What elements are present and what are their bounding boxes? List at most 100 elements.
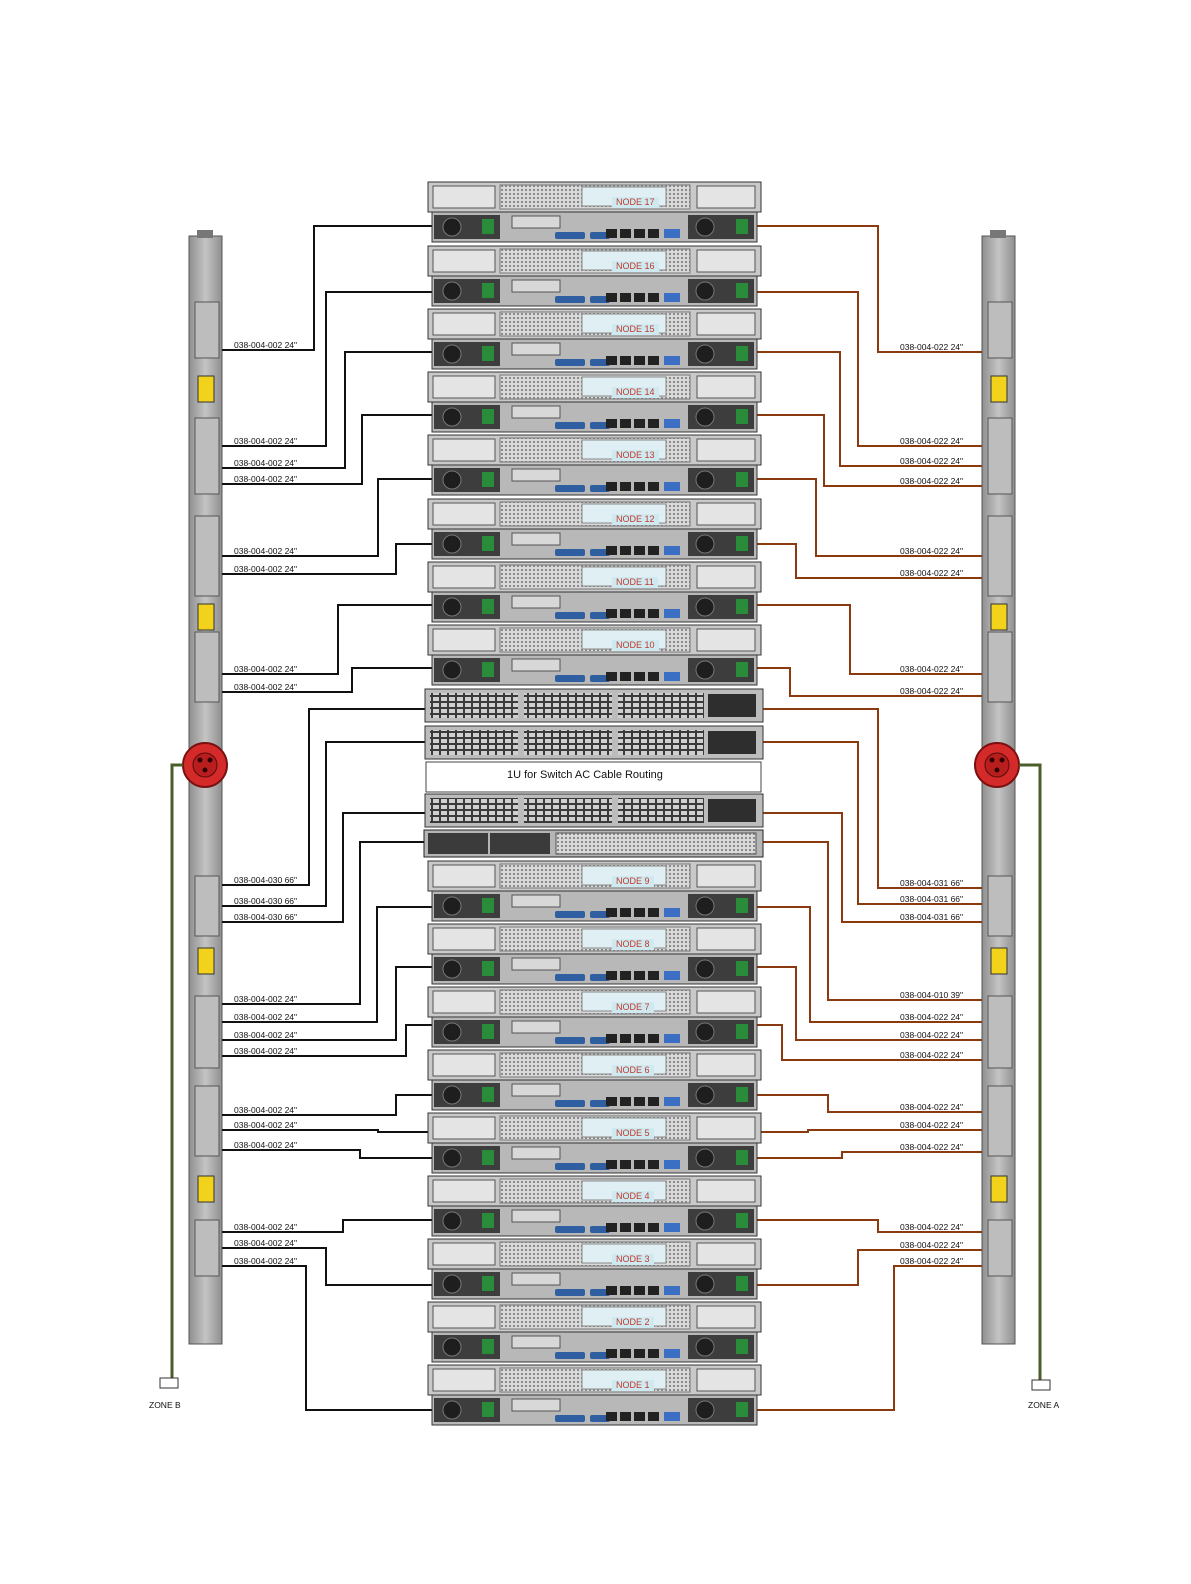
zone-a-plug (1031, 1379, 1051, 1391)
server-chassis (427, 371, 762, 433)
node-label: NODE 16 (612, 261, 659, 272)
cable-part-label: 038-004-002 24" (234, 994, 298, 1004)
rack-equipment (423, 181, 764, 1426)
cable-part-label: 038-004-010 39" (900, 990, 964, 1000)
pdu-left-breaker-3 (197, 947, 215, 975)
server-chassis (427, 986, 762, 1048)
zone-b-label: ZONE B (149, 1400, 181, 1410)
pdu-right-outlet-bank-2 (987, 417, 1013, 495)
cable-part-label: 038-004-022 24" (900, 1222, 964, 1232)
cable-part-label: 038-004-022 24" (900, 664, 964, 674)
server-chassis (427, 245, 762, 307)
pdu-right-outlet-bank-6 (987, 995, 1013, 1069)
right-power-cables (757, 225, 982, 1411)
controller-unit (423, 829, 764, 858)
pdu-left-outlet-bank-7 (194, 1085, 220, 1157)
data-switch-lower (424, 725, 764, 760)
server-chassis (427, 923, 762, 985)
node-label: NODE 3 (612, 1254, 654, 1265)
node-label: NODE 9 (612, 876, 654, 887)
cable-part-label: 038-004-002 24" (234, 1256, 298, 1266)
server-chassis (427, 1112, 762, 1174)
cable-part-label: 038-004-002 24" (234, 564, 298, 574)
pdu-left-breaker-1 (197, 375, 215, 403)
feed-cable-zone-a (1019, 763, 1042, 1380)
left-power-cables (222, 225, 432, 1411)
cable-part-label: 038-004-031 66" (900, 912, 964, 922)
node-label: NODE 13 (612, 450, 659, 461)
cable-part-label: 038-004-022 24" (900, 476, 964, 486)
feed-cable-zone-b (170, 763, 183, 1378)
node-label: NODE 10 (612, 640, 659, 651)
cable-part-label: 038-004-022 24" (900, 1102, 964, 1112)
pdu-left-outlet-bank-1 (194, 301, 220, 359)
cable-part-label: 038-004-022 24" (900, 436, 964, 446)
server-chassis (427, 308, 762, 370)
cable-part-label: 038-004-022 24" (900, 1142, 964, 1152)
cable-part-label: 038-004-002 24" (234, 1140, 298, 1150)
cable-part-label: 038-004-022 24" (900, 1012, 964, 1022)
management-switch (424, 793, 764, 828)
pdu-left-outlet-bank-6 (194, 995, 220, 1069)
cable-part-label: 038-004-022 24" (900, 456, 964, 466)
pdu-right-breaker-1 (990, 375, 1008, 403)
data-switch-upper (424, 688, 764, 723)
pdu-right-outlet-bank-3 (987, 515, 1013, 597)
server-chassis (427, 434, 762, 496)
pdu-right-outlet-bank-4 (987, 631, 1013, 703)
pdu-left-outlet-bank-5 (194, 875, 220, 937)
cable-part-label: 038-004-002 24" (234, 1238, 298, 1248)
cable-part-label: 038-004-022 24" (900, 1240, 964, 1250)
server-chassis (427, 1364, 762, 1426)
cable-part-label: 038-004-002 24" (234, 1222, 298, 1232)
cable-part-label: 038-004-022 24" (900, 686, 964, 696)
pdu-right-outlet-bank-5 (987, 875, 1013, 937)
cable-part-label: 038-004-002 24" (234, 458, 298, 468)
cable-part-label: 038-004-002 24" (234, 340, 298, 350)
node-label: NODE 1 (612, 1380, 654, 1391)
server-chassis (427, 1301, 762, 1363)
pdu-right-breaker-2 (990, 603, 1008, 631)
node-label: NODE 14 (612, 387, 659, 398)
cable-part-label: 038-004-022 24" (900, 546, 964, 556)
pdu-right (974, 230, 1020, 1345)
pdu-left-outlet-bank-4 (194, 631, 220, 703)
server-chassis (427, 561, 762, 623)
node-label: NODE 17 (612, 197, 659, 208)
server-chassis (427, 1238, 762, 1300)
cable-part-label: 038-004-022 24" (900, 1050, 964, 1060)
cable-part-label: 038-004-031 66" (900, 878, 964, 888)
server-chassis (427, 860, 762, 922)
cable-part-label: 038-004-002 24" (234, 1046, 298, 1056)
zone-b-plug (159, 1377, 179, 1389)
cable-part-label: 038-004-002 24" (234, 1030, 298, 1040)
pdu-left-outlet-bank-3 (194, 515, 220, 597)
node-label: NODE 12 (612, 514, 659, 525)
cable-part-label: 038-004-002 24" (234, 664, 298, 674)
pdu-right-outlet-bank-8 (987, 1219, 1013, 1277)
cable-part-label: 038-004-022 24" (900, 1256, 964, 1266)
pdu-right-outlet-bank-7 (987, 1085, 1013, 1157)
node-label: NODE 11 (612, 577, 658, 588)
cable-part-label: 038-004-002 24" (234, 1105, 298, 1115)
cable-part-label: 038-004-002 24" (234, 436, 298, 446)
pdu-left (182, 230, 228, 1345)
node-label: NODE 5 (612, 1128, 654, 1139)
cable-part-label: 038-004-002 24" (234, 546, 298, 556)
cable-part-label: 038-004-030 66" (234, 875, 298, 885)
cable-part-label: 038-004-002 24" (234, 1012, 298, 1022)
pdu-left-breaker-4 (197, 1175, 215, 1203)
node-label: NODE 8 (612, 939, 654, 950)
cable-part-label: 038-004-022 24" (900, 568, 964, 578)
cable-part-label: 038-004-002 24" (234, 682, 298, 692)
pdu-right-breaker-4 (990, 1175, 1008, 1203)
server-chassis (427, 181, 762, 243)
server-chassis (427, 498, 762, 560)
cable-part-label: 038-004-022 24" (900, 342, 964, 352)
node-label: NODE 4 (612, 1191, 654, 1202)
pdu-left-outlet-bank-8 (194, 1219, 220, 1277)
cable-part-label: 038-004-002 24" (234, 1120, 298, 1130)
cable-part-label: 038-004-022 24" (900, 1120, 964, 1130)
server-chassis (427, 1175, 762, 1237)
